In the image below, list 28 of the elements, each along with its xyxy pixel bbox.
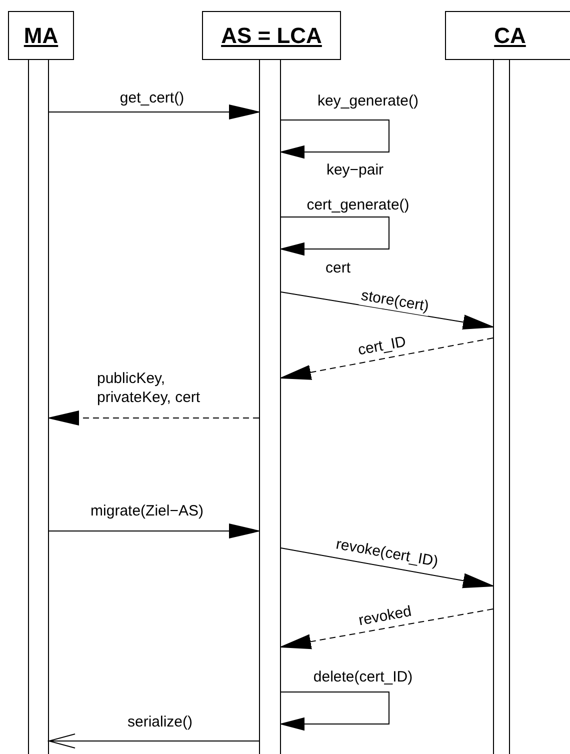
message-label: delete(cert_ID)	[312, 668, 414, 686]
message-arrow	[280, 292, 494, 330]
message-arrow	[280, 548, 494, 588]
participant-box	[8, 11, 74, 60]
message-label: key_generate()	[316, 92, 420, 110]
return-message-arrow	[48, 410, 260, 426]
participant-box	[445, 11, 570, 60]
message-arrow	[48, 104, 260, 120]
message-arrow	[48, 734, 260, 748]
message-label: migrate(Ziel−AS)	[90, 502, 204, 520]
message-label: cert_generate()	[306, 196, 410, 214]
self-message-arrow	[280, 216, 390, 256]
message-label: publicKey, privateKey, cert	[96, 369, 202, 407]
return-value-label: key−pair	[325, 160, 385, 180]
return-message-arrow	[280, 608, 494, 650]
self-message-arrow	[280, 692, 390, 730]
participant-name: MA	[24, 22, 58, 48]
lifeline-bar	[493, 60, 510, 754]
message-arrow	[48, 524, 260, 538]
participant-box	[202, 11, 341, 60]
participant-name: CA	[494, 22, 526, 48]
message-label: serialize()	[126, 712, 194, 732]
participant-name: AS = LCA	[221, 22, 322, 48]
lifeline-bar	[259, 60, 281, 754]
message-label: get_cert()	[118, 88, 186, 108]
self-message-arrow	[280, 120, 390, 158]
return-message-arrow	[280, 338, 494, 380]
lifeline-bar	[28, 60, 49, 754]
